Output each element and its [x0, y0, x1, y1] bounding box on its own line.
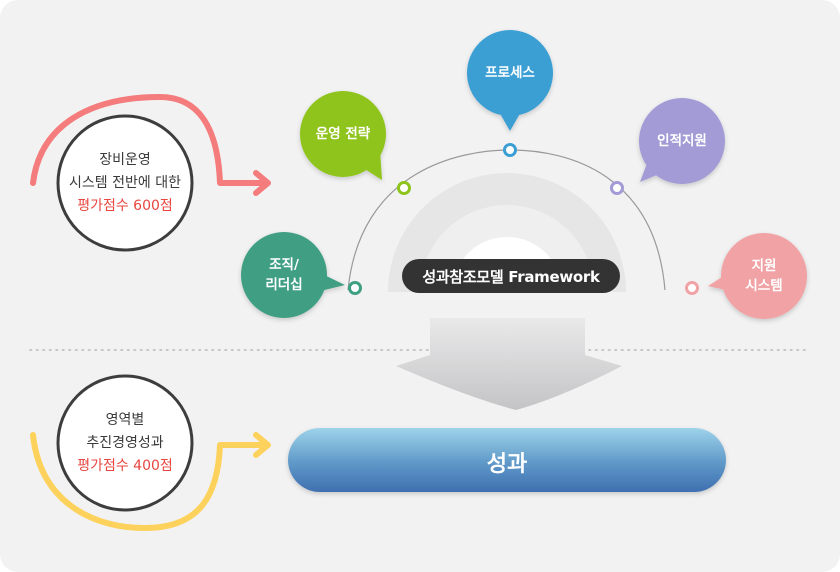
- bubble-strategy: [300, 91, 386, 180]
- bottom-circle-text: 영역별 추진경영성과 평가점수 400점: [58, 409, 192, 478]
- dot-strategy: [397, 181, 411, 195]
- bubble-strategy-label: 운영 전략: [303, 124, 383, 144]
- bubble-hr-label: 인적지원: [642, 131, 722, 151]
- dot-organization: [348, 281, 362, 295]
- dot-process: [503, 143, 517, 157]
- bubble-hr: [639, 98, 725, 184]
- bottom-circle-score: 평가점수 400점: [77, 458, 173, 474]
- bottom-circle: [56, 374, 194, 512]
- top-arc: [30, 94, 163, 186]
- bubble-hr-line1: 인적지원: [657, 133, 707, 149]
- top-circle: [56, 114, 194, 252]
- result-pill-shape: [288, 428, 726, 492]
- result-label: 성과: [486, 452, 528, 477]
- bubble-process-line1: 프로세스: [485, 65, 535, 81]
- dot-support: [685, 281, 699, 295]
- bottom-arrow-head: [253, 432, 271, 458]
- bubble-support-label: 지원 시스템: [724, 256, 804, 296]
- top-circle-line1: 장비운영: [99, 152, 151, 168]
- bubble-organization: [241, 232, 345, 318]
- bottom-arc: [30, 432, 269, 531]
- top-arrow-head: [253, 170, 271, 196]
- down-arrow: [396, 318, 622, 410]
- bubble-support-line1: 지원: [751, 258, 777, 274]
- framework-label: 성과참조모델 Framework: [422, 268, 600, 286]
- dot-hr: [610, 181, 624, 195]
- top-arc-right: [157, 94, 269, 186]
- bubble-support: [708, 233, 807, 319]
- bubble-support-line2: 시스템: [745, 278, 783, 294]
- top-circle-line2: 시스템 전반에 대한: [69, 175, 181, 191]
- bubble-process: [467, 30, 553, 131]
- bubble-organization-line2: 리더십: [265, 277, 303, 293]
- bottom-circle-line2: 추진경영성과: [86, 435, 164, 451]
- bubble-organization-line1: 조직/: [269, 257, 299, 273]
- top-circle-text: 장비운영 시스템 전반에 대한 평가점수 600점: [58, 149, 192, 218]
- top-circle-score: 평가점수 600점: [77, 198, 173, 214]
- bubble-organization-label: 조직/ 리더십: [244, 255, 324, 295]
- framework-pill: [402, 259, 620, 293]
- bubble-strategy-line1: 운영 전략: [315, 126, 371, 142]
- bottom-circle-line1: 영역별: [105, 412, 145, 428]
- bubble-process-label: 프로세스: [470, 63, 550, 83]
